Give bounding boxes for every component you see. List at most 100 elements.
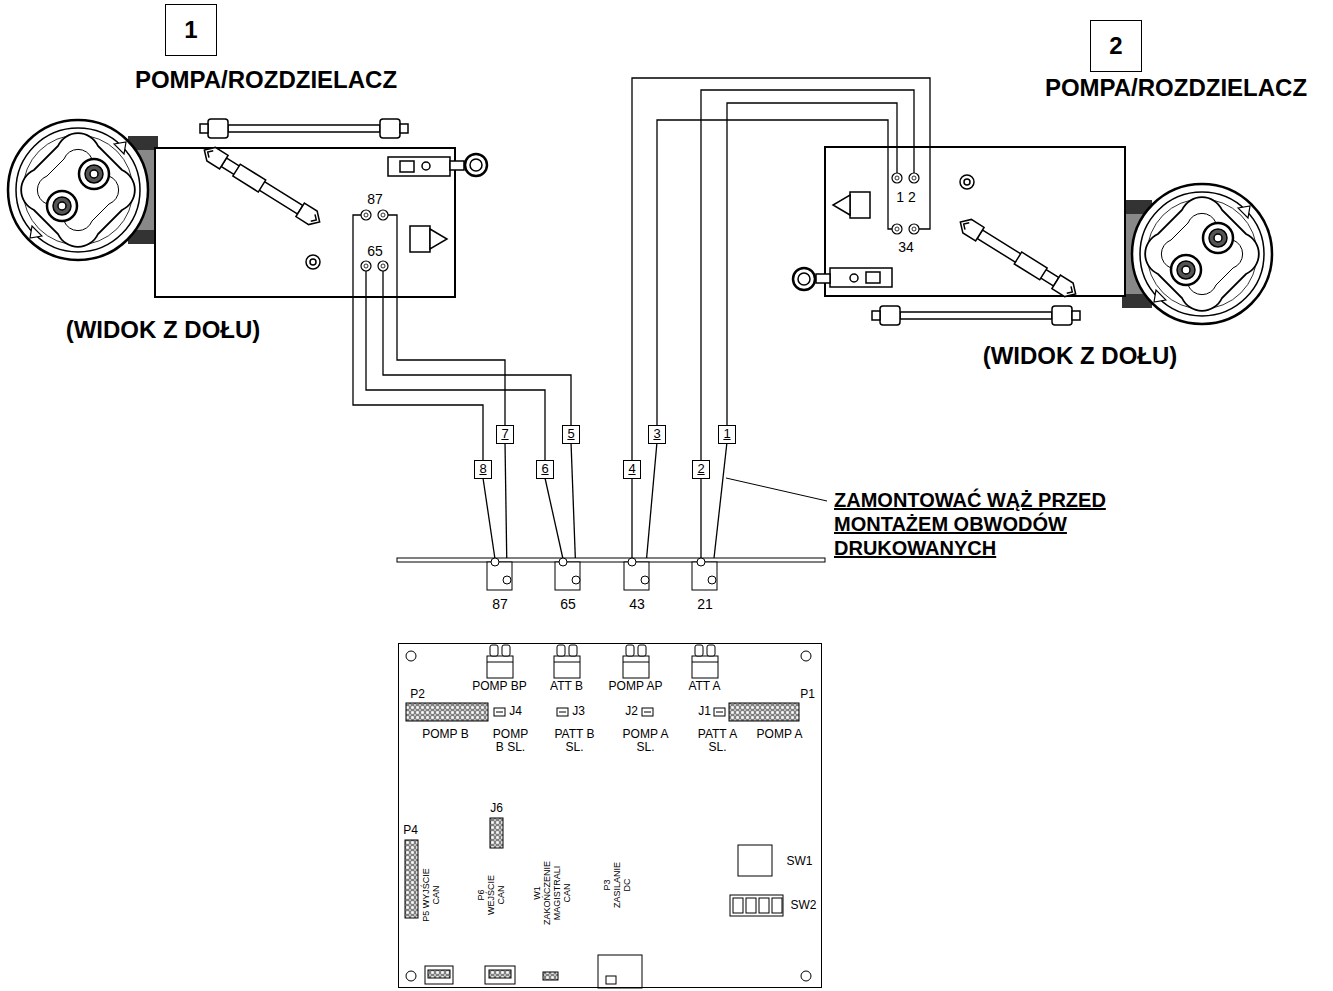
hose-number-tag: 1	[718, 425, 736, 444]
hose-line	[353, 215, 483, 460]
circuit-board-parts	[801, 651, 811, 661]
circuit-board-parts	[733, 898, 743, 913]
circuit-board-parts	[692, 656, 718, 678]
pump-manifold	[21, 133, 135, 247]
circuit-board-parts	[406, 651, 416, 661]
circuit-board-parts	[692, 662, 718, 663]
circuit-board-parts	[487, 662, 513, 663]
hose-fitting	[491, 558, 499, 566]
hose-fitting	[555, 562, 580, 590]
pump-manifold	[361, 261, 371, 271]
circuit-board-parts	[623, 662, 649, 663]
circuit-board-parts	[598, 955, 642, 988]
circuit-board-parts	[606, 976, 616, 984]
number-text: 7	[501, 427, 508, 441]
hose-fitting	[487, 562, 512, 590]
board-label: POMP A	[757, 728, 803, 741]
circuit-board-parts	[644, 712, 651, 713]
board-label: POMP A SL.	[623, 727, 669, 753]
pump-manifold	[53, 197, 71, 215]
pump-manifold	[58, 202, 66, 210]
circuit-board-parts	[759, 898, 769, 913]
hose-line	[366, 271, 545, 460]
pump-manifold	[430, 229, 447, 249]
fitting-number: 43	[629, 596, 645, 613]
pump-manifold	[30, 226, 42, 238]
circuit-board-parts	[626, 645, 634, 656]
number-text: 1	[723, 427, 730, 441]
board-label: ATT B	[550, 680, 583, 693]
circuit-board-parts	[554, 656, 580, 678]
hose-line	[545, 478, 563, 559]
number-text: 4	[628, 462, 635, 476]
unit-title: POMPA/ROZDZIELACZ	[135, 66, 397, 95]
pump-manifold	[206, 149, 214, 158]
pump-manifold	[200, 143, 228, 169]
circuit-board-parts	[490, 818, 503, 848]
pump-manifold	[221, 158, 303, 214]
hose-number-tag: 8	[474, 460, 492, 479]
circuit-board-parts	[730, 895, 783, 916]
pump-manifold	[90, 170, 98, 178]
pump-manifold	[381, 264, 385, 268]
board-label: J3	[572, 705, 585, 718]
circuit-board-parts	[707, 645, 715, 656]
circuit-board-parts	[638, 645, 646, 656]
circuit-board-parts	[490, 645, 498, 656]
hose-fitting	[559, 558, 567, 566]
circuit-board-parts	[746, 898, 756, 913]
board-label: POMP B SL.	[488, 727, 534, 753]
circuit-board-parts	[559, 712, 566, 713]
fitting-number: 65	[560, 596, 576, 613]
pump-manifold	[233, 164, 266, 192]
unit-number-box: 2	[1090, 20, 1142, 72]
board-label: POMP BP	[472, 680, 526, 693]
hose-number-tag: 3	[648, 425, 666, 444]
hose-fitting	[708, 576, 716, 584]
port-number: 1 2	[896, 189, 915, 206]
pump-manifold	[793, 147, 1272, 325]
pump-manifold	[228, 125, 380, 132]
pump-manifold	[410, 226, 430, 252]
board-label: P1	[800, 688, 815, 701]
number-text: 3	[653, 427, 660, 441]
hose-fitting	[697, 558, 705, 566]
pump-manifold	[381, 213, 385, 217]
circuit-board-parts	[772, 898, 782, 913]
board-label: P2	[410, 688, 425, 701]
hose-fitting	[641, 576, 649, 584]
pump-manifold	[155, 148, 455, 297]
view-note: (WIDOK Z DOŁU)	[66, 316, 261, 345]
pump-manifold	[200, 124, 208, 133]
board-label: J2	[625, 705, 638, 718]
circuit-board-parts	[729, 703, 799, 721]
circuit-board-parts	[502, 645, 510, 656]
pump-manifold	[8, 120, 148, 260]
hose-line	[645, 442, 657, 576]
circuit-board-parts	[489, 970, 511, 978]
pump-manifold	[378, 261, 388, 271]
hose-fitting	[628, 558, 636, 566]
pump-manifold	[465, 154, 487, 176]
board-label: W1 ZAKOŃCZENIE MAGISTRALI CAN	[533, 857, 573, 929]
hose-number-tag: 2	[692, 460, 710, 479]
port-number: 65	[367, 243, 383, 260]
hose-fitting	[397, 558, 825, 562]
unit-number-box: 1	[165, 4, 217, 56]
number-text: 1	[184, 17, 197, 43]
hose-line	[632, 78, 930, 460]
hose-line	[727, 103, 897, 425]
number-text: 2	[697, 462, 704, 476]
pump-manifold	[470, 159, 482, 171]
board-label: PATT B SL.	[552, 727, 598, 753]
hose-number-tag: 5	[562, 425, 580, 444]
board-label: SW2	[790, 899, 816, 912]
pump-manifold	[16, 128, 140, 252]
hose-fitting	[572, 576, 580, 584]
pump-manifold	[8, 120, 148, 260]
board-label: SW1	[786, 855, 812, 868]
fitting-number: 87	[492, 596, 508, 613]
circuit-board-parts	[569, 645, 577, 656]
view-note: (WIDOK Z DOŁU)	[983, 342, 1178, 371]
